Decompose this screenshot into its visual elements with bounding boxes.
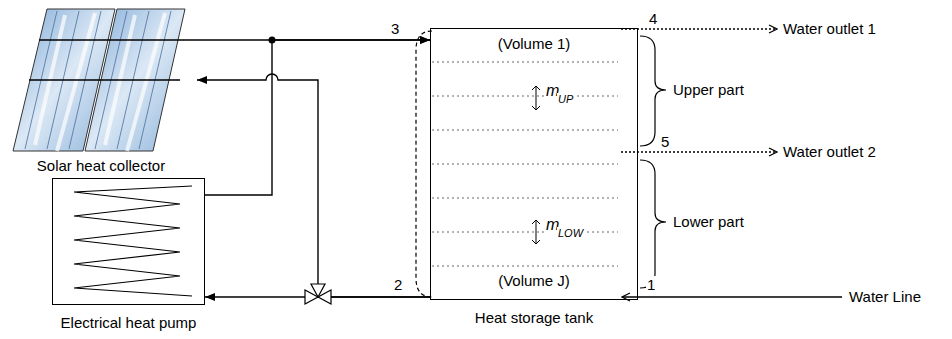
mass-flow-arrow bbox=[536, 86, 537, 110]
inlet-label: Water Line bbox=[848, 288, 922, 305]
outlet-arrow bbox=[621, 28, 777, 29]
storage-tank: Heat storage tank(Volume 1)(Volume J) bbox=[430, 28, 638, 300]
volume-label: (Volume 1) bbox=[431, 35, 637, 52]
manifold-pipe bbox=[39, 39, 197, 40]
callout-number: 3 bbox=[390, 20, 400, 37]
manifold-pipe bbox=[29, 79, 180, 80]
solar-collector: Solar heat collector bbox=[5, 5, 197, 180]
outlet-label: Water outlet 1 bbox=[782, 20, 877, 37]
junction-dot bbox=[269, 37, 276, 44]
outlet-arrow bbox=[621, 151, 777, 152]
brace bbox=[640, 36, 666, 146]
callout-number: 1 bbox=[646, 276, 656, 293]
mass-flow-arrow bbox=[536, 220, 537, 244]
inlet-arrow bbox=[622, 296, 842, 297]
component-label: Electrical heat pump bbox=[61, 314, 197, 331]
three-way-valve bbox=[305, 284, 331, 304]
callout-number: 4 bbox=[648, 10, 658, 27]
callout-number: 2 bbox=[393, 276, 403, 293]
component-label: Heat storage tank bbox=[475, 309, 593, 326]
brace bbox=[640, 160, 666, 288]
coil-illustration bbox=[52, 178, 205, 305]
mass-flow-subscript: UP bbox=[557, 93, 574, 106]
part-label: Lower part bbox=[672, 213, 745, 230]
collector-illustration bbox=[5, 5, 197, 155]
mass-flow-subscript: LOW bbox=[557, 227, 584, 240]
outlet-label: Water outlet 2 bbox=[782, 143, 877, 160]
callout-number: 5 bbox=[660, 133, 670, 150]
volume-label: (Volume J) bbox=[431, 272, 637, 289]
heat-exchanger-coil bbox=[74, 186, 192, 296]
tank-layer-lines bbox=[432, 62, 618, 266]
part-label: Upper part bbox=[672, 81, 745, 98]
component-label: Solar heat collector bbox=[5, 157, 197, 174]
heat-pump-box: Electrical heat pump bbox=[52, 178, 205, 305]
pipe-connector bbox=[197, 74, 430, 297]
